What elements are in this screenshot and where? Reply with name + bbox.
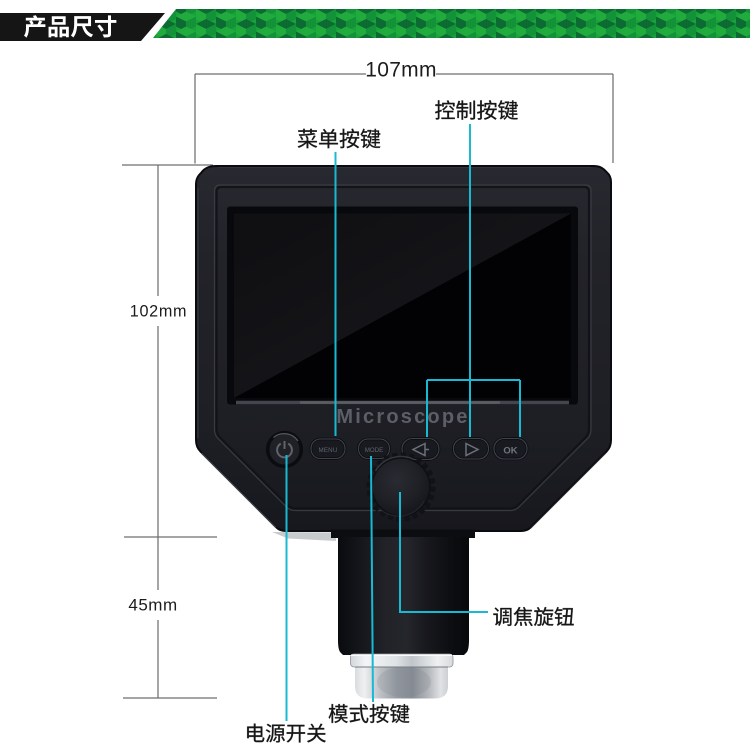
- svg-text:102mm: 102mm: [130, 303, 187, 321]
- svg-text:Microscope: Microscope: [336, 406, 469, 428]
- svg-text:107mm: 107mm: [365, 59, 437, 82]
- svg-text:45mm: 45mm: [128, 596, 177, 615]
- svg-text:OK: OK: [503, 446, 517, 457]
- svg-text:MODE: MODE: [365, 447, 384, 454]
- svg-text:MENU: MENU: [318, 447, 337, 454]
